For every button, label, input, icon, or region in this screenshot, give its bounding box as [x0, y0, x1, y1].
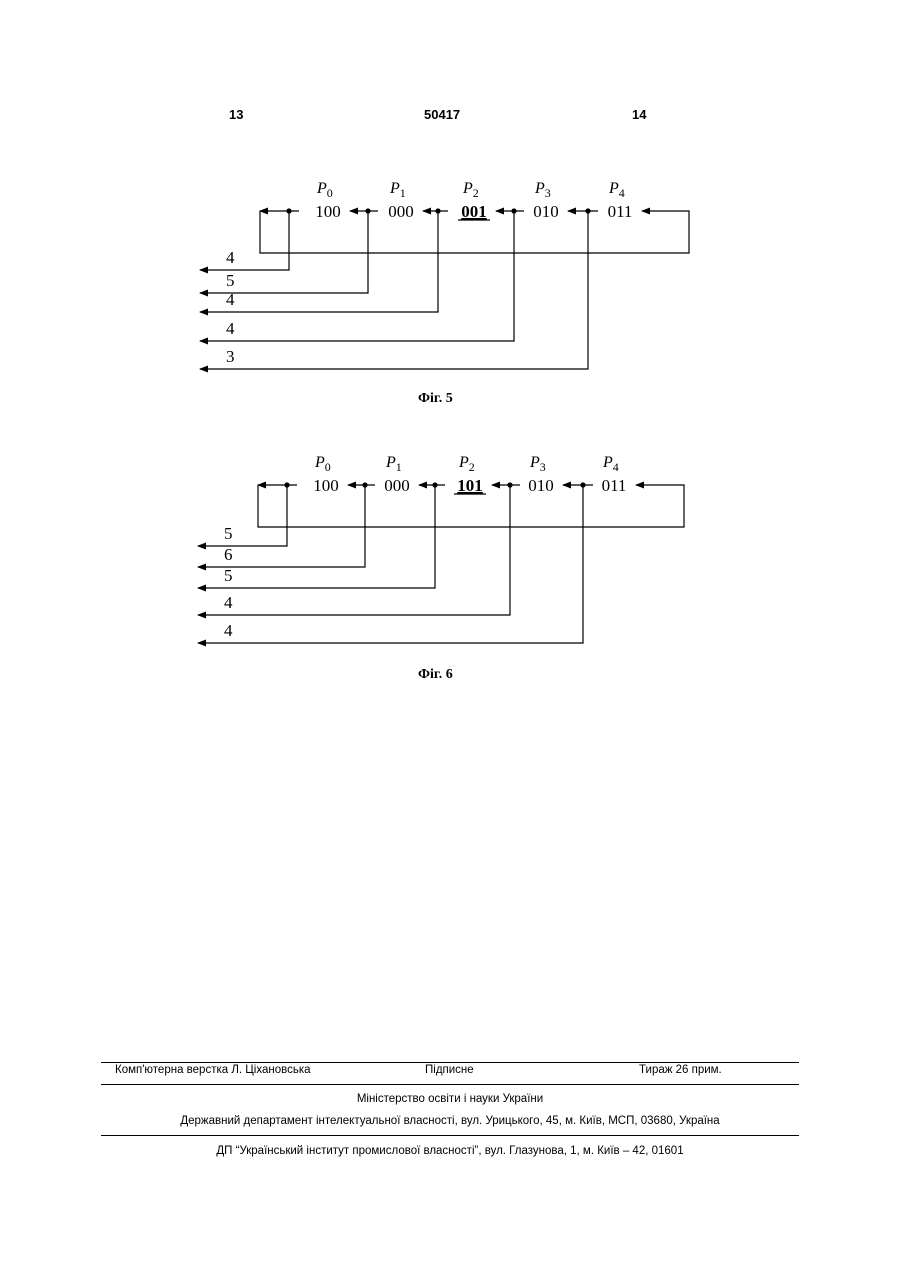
- footer-layout-credit: Комп'ютерна верстка Л. Ціхановська: [115, 1064, 311, 1076]
- process-label: P4: [608, 180, 625, 200]
- distance-arrow: [198, 485, 510, 615]
- process-label: P2: [458, 454, 475, 474]
- distance-label: 3: [226, 347, 235, 366]
- footer-imprint-row: Комп'ютерна верстка Л. Ціхановська Підпи…: [101, 1064, 799, 1082]
- process-code: 101: [457, 476, 483, 495]
- distance-label: 5: [224, 524, 233, 543]
- distance-label: 4: [226, 319, 235, 338]
- process-code: 000: [384, 476, 410, 495]
- process-label: P1: [389, 180, 406, 200]
- distance-arrow: [200, 211, 289, 270]
- process-code: 100: [313, 476, 339, 495]
- distance-arrow: [200, 211, 588, 369]
- figure-5-caption: Фіг. 5: [418, 391, 453, 407]
- distance-arrow: [198, 485, 435, 588]
- page-number-left: 13: [229, 107, 243, 122]
- footer-institute: ДП “Український інститут промислової вла…: [101, 1145, 799, 1157]
- process-code: 100: [315, 202, 341, 221]
- process-label: P4: [602, 454, 619, 474]
- footer-rule-bottom: [101, 1135, 799, 1136]
- patent-number: 50417: [424, 107, 460, 122]
- footer-rule-top: [101, 1062, 799, 1063]
- figure-5-diagram: P0100P1000P2001P3010P401145443: [0, 170, 901, 385]
- distance-label: 5: [224, 566, 233, 585]
- footer-circulation: Тираж 26 прим.: [639, 1064, 722, 1076]
- figure-6-diagram: P0 100 P1 000 P2 101 P3 010 P4 011 5 6 5 4 4: [0, 445, 901, 660]
- process-code: 000: [388, 202, 414, 221]
- distance-arrow: [198, 485, 287, 546]
- process-code: 001: [461, 202, 487, 221]
- process-label: P3: [534, 180, 551, 200]
- process-label: P2: [462, 180, 479, 200]
- process-code: 010: [533, 202, 559, 221]
- figure-6-caption: Фіг. 6: [418, 667, 453, 683]
- footer-rule-middle: [101, 1084, 799, 1085]
- footer-department: Державний департамент інтелектуальної вл…: [101, 1115, 799, 1127]
- distance-label: 4: [224, 593, 233, 612]
- process-label: P1: [385, 454, 402, 474]
- distance-arrow: [198, 485, 583, 643]
- process-code: 010: [528, 476, 554, 495]
- distance-label: 4: [226, 248, 235, 267]
- distance-label: 4: [224, 621, 233, 640]
- distance-label: 4: [226, 290, 235, 309]
- distance-label: 6: [224, 545, 233, 564]
- page-number-right: 14: [632, 107, 646, 122]
- process-label: P3: [529, 454, 546, 474]
- process-label: P0: [314, 454, 331, 474]
- footer-signed: Підписне: [425, 1064, 474, 1076]
- process-code: 011: [608, 202, 633, 221]
- process-code: 011: [602, 476, 627, 495]
- distance-arrow: [200, 211, 438, 312]
- distance-label: 5: [226, 271, 235, 290]
- footer-ministry: Міністерство освіти і науки України: [101, 1093, 799, 1105]
- process-label: P0: [316, 180, 333, 200]
- distance-arrow: [200, 211, 514, 341]
